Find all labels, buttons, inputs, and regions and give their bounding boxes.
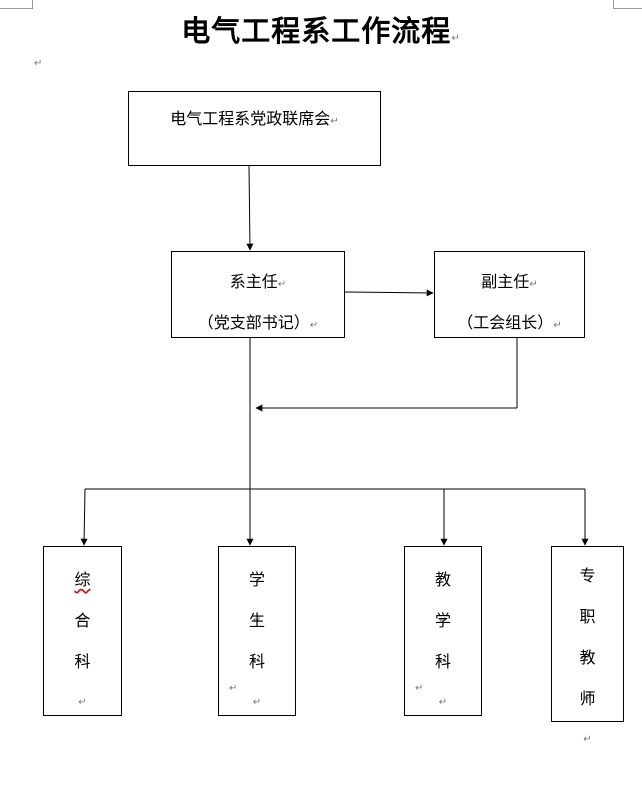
council-label: 电气工程系党政联席会↵ bbox=[170, 109, 339, 128]
student-office-box: 学↵ 生↵ 科↵ ↵ bbox=[218, 546, 296, 716]
council-box: 电气工程系党政联席会↵ bbox=[128, 91, 381, 166]
teaching-office-box: 教↵ 学↵ 科↵ ↵ bbox=[404, 546, 482, 716]
deputy-subtitle: （工会组长）↵ bbox=[457, 313, 562, 332]
fulltime-teachers-label: 专↵ 职↵ 教↵ 师↵ bbox=[579, 566, 596, 745]
deputy-box: 副主任↵ （工会组长）↵ bbox=[434, 251, 585, 338]
director-title: 系主任↵ bbox=[229, 272, 287, 291]
teaching-office-label: 教↵ 学↵ 科↵ bbox=[434, 570, 451, 708]
arrow-to-general-office bbox=[80, 488, 88, 546]
general-office-box: 综↵ 合↵ 科↵ bbox=[43, 546, 122, 716]
title-text: 电气工程系工作流程 bbox=[181, 14, 452, 48]
page-corner-mark-left bbox=[0, 0, 33, 9]
paragraph-mark-icon: ↵ bbox=[415, 683, 424, 694]
document-title: 电气工程系工作流程↵ bbox=[0, 8, 642, 50]
deputy-title: 副主任↵ bbox=[481, 272, 538, 291]
page-corner-mark-right bbox=[613, 0, 642, 9]
general-office-label: 综↵ 合↵ 科↵ bbox=[74, 570, 91, 708]
paragraph-mark-icon: ↵ bbox=[451, 33, 461, 44]
arrow-director-to-deputy bbox=[344, 289, 434, 297]
director-box: 系主任↵ （党支部书记）↵ bbox=[171, 251, 345, 338]
arrow-council-to-director bbox=[246, 165, 254, 251]
paragraph-mark-icon: ↵ bbox=[229, 683, 238, 694]
director-subtitle: （党支部书记）↵ bbox=[197, 313, 319, 332]
student-office-label: 学↵ 生↵ 科↵ bbox=[248, 570, 265, 708]
paragraph-mark-icon: ↵ bbox=[34, 58, 43, 69]
fulltime-teachers-box: 专↵ 职↵ 教↵ 师↵ bbox=[551, 546, 624, 745]
